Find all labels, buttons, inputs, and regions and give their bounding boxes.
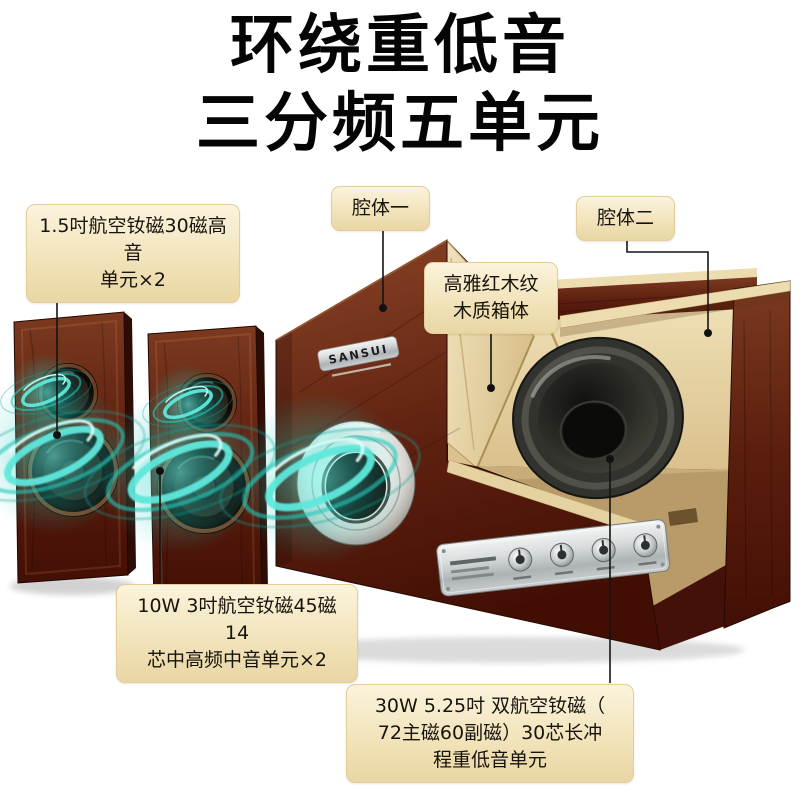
knob-4	[633, 533, 658, 566]
callout-cavity-2: 腔体二	[576, 196, 676, 241]
subwoofer-driver	[512, 336, 684, 500]
knob-2	[549, 542, 574, 576]
headline-line-1: 环绕重低音	[230, 9, 570, 83]
headline-line-2: 三分频五单元	[196, 87, 604, 161]
connector-dot-midrange	[156, 467, 164, 475]
connector-dot-cabinet	[487, 384, 495, 392]
callout-cavity-1: 腔体一	[331, 186, 431, 231]
crossover-board	[668, 508, 698, 526]
subwoofer-unit: SANSUI	[275, 239, 791, 651]
callout-midrange: 10W 3吋航空钕磁45磁14 芯中高频中音单元×2	[116, 584, 358, 683]
callout-subwoofer: 30W 5.25吋 双航空钕磁（ 72主磁60副磁）30芯长冲 程重低音单元	[346, 684, 634, 783]
control-panel	[436, 519, 671, 597]
connector-dot-tweeter	[53, 431, 61, 439]
connector-cavity2	[626, 237, 709, 329]
knob-1	[508, 547, 533, 580]
connector-dot-cavity1	[379, 304, 387, 312]
connector-dot-cavity2	[704, 329, 712, 337]
cavity-rim-edge	[559, 280, 791, 329]
right-side-wall	[559, 280, 791, 629]
connector-dot-subwoofer	[606, 455, 614, 463]
callout-tweeter: 1.5吋航空钕磁30磁高音 单元×2	[26, 204, 240, 303]
callout-connectors	[53, 227, 712, 683]
callout-cabinet: 高雅红木纹 木质箱体	[424, 262, 558, 334]
